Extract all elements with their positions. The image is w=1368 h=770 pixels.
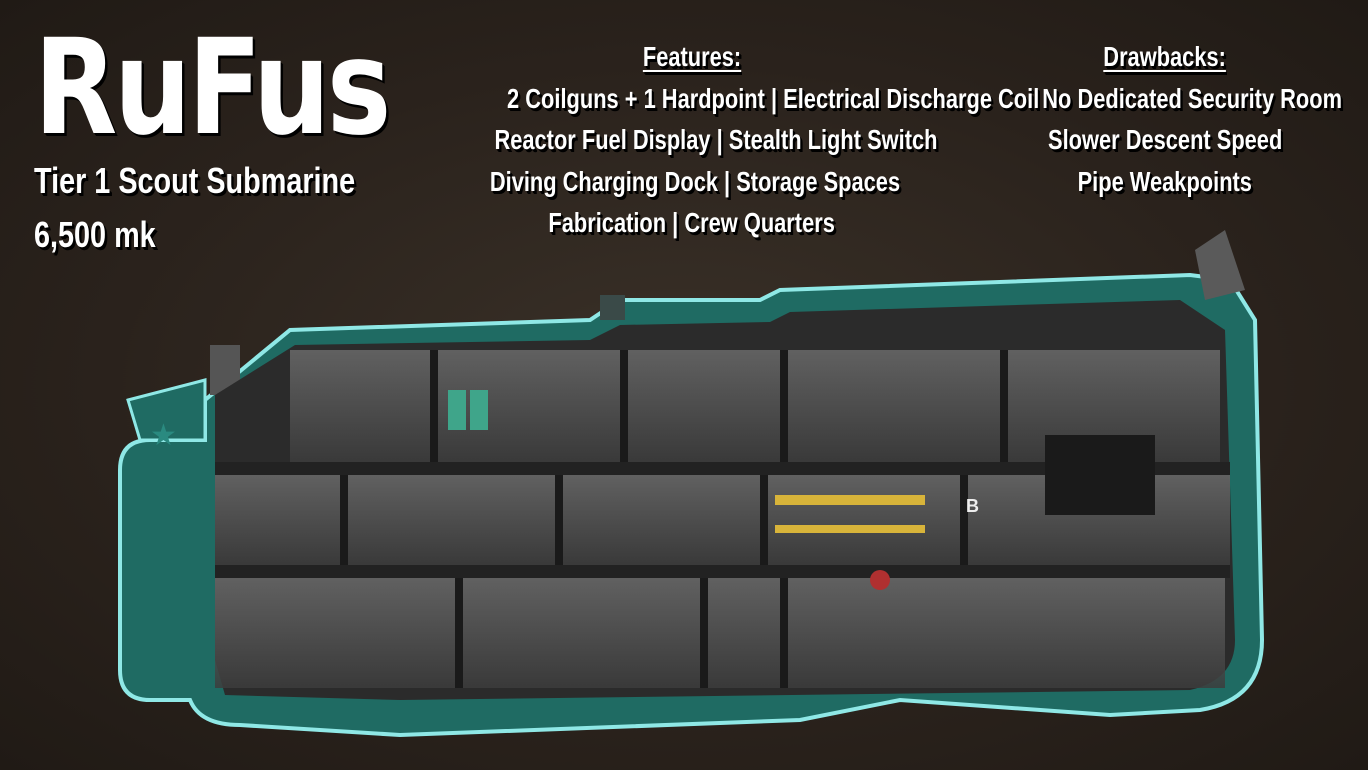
interior: B — [215, 300, 1235, 700]
feature-item: Fabrication | Crew Quarters — [548, 207, 836, 238]
submarine-title: RuFus — [34, 11, 391, 165]
drawback-item: Slower Descent Speed — [1047, 124, 1283, 155]
drawbacks-heading: Drawbacks: — [1103, 41, 1227, 72]
drawback-item: No Dedicated Security Room — [1042, 82, 1343, 114]
tail-fin — [126, 378, 207, 442]
feature-item: Reactor Fuel Display | Stealth Light Swi… — [494, 124, 938, 155]
drawbacks-list: Drawbacks: No Dedicated Security Room Sl… — [1000, 36, 1342, 202]
storage-shelves — [1045, 435, 1155, 515]
drawback-item: Pipe Weakpoints — [1077, 165, 1253, 197]
coilgun-right — [1195, 230, 1245, 300]
submarine-tier: Tier 1 Scout Submarine — [34, 160, 356, 201]
deck-label: B — [966, 496, 979, 516]
star-emblem-icon: ★ — [150, 419, 177, 452]
coilgun-left — [210, 345, 240, 395]
features-heading: Features: — [642, 41, 742, 72]
submarine-price: 6,500 mk — [34, 214, 156, 255]
feature-item: Diving Charging Dock | Storage Spaces — [489, 165, 901, 197]
feature-item: 2 Coilguns + 1 Hardpoint | Electrical Di… — [507, 82, 1040, 114]
lower-deck — [215, 578, 1225, 688]
hardpoint — [600, 295, 625, 320]
features-list: Features: 2 Coilguns + 1 Hardpoint | Ele… — [432, 36, 1039, 244]
